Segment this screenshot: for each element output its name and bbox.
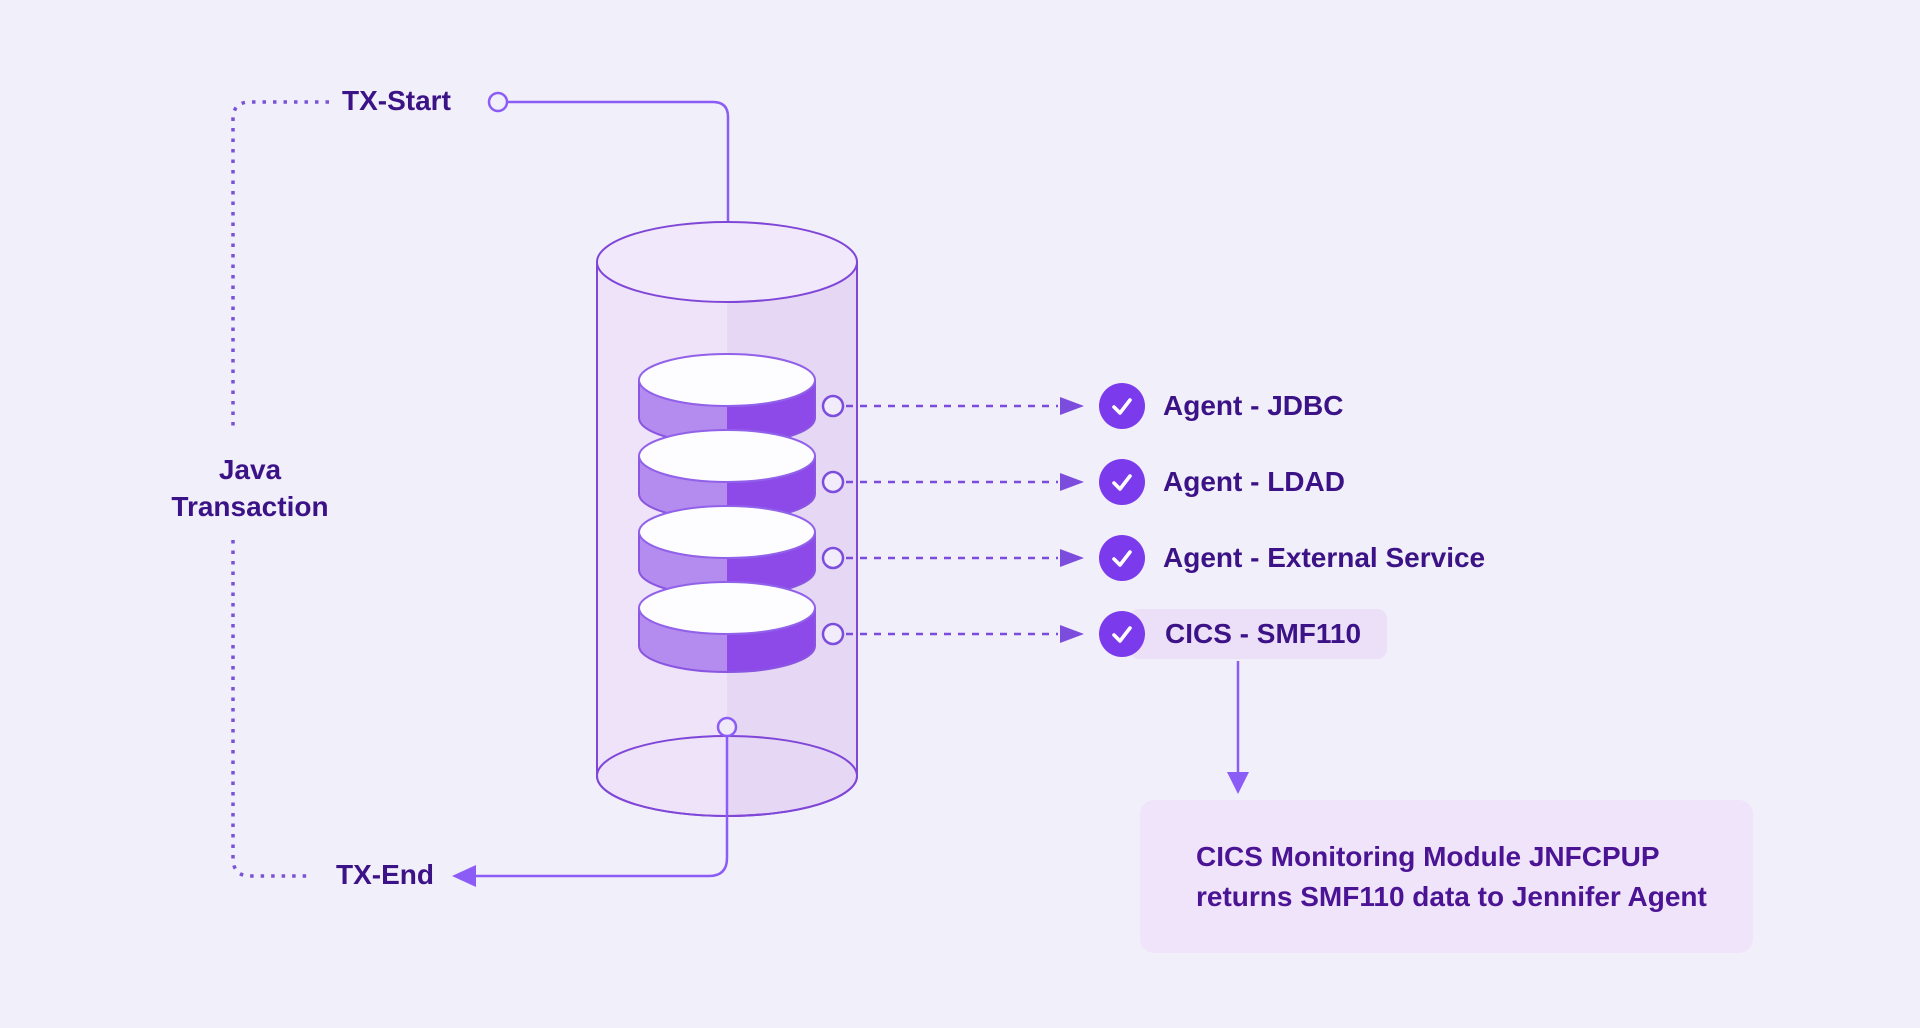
tx-start-line xyxy=(507,100,730,234)
disk-to-agent-arrows xyxy=(821,394,1084,646)
agent-row-ldad: Agent - LDAD xyxy=(1099,459,1345,505)
agent-row-label: Agent - External Service xyxy=(1163,542,1486,573)
arrow-left-icon xyxy=(452,865,476,887)
dashed-arrow-2 xyxy=(821,470,1084,494)
disk-4 xyxy=(638,581,816,673)
bracket-top-segment xyxy=(231,100,329,430)
arrow-right-icon xyxy=(1060,473,1084,491)
disk-1 xyxy=(638,353,816,445)
smf110-to-note-arrow xyxy=(1227,661,1249,794)
java-transaction-label: Java Transaction xyxy=(130,451,370,525)
check-icon xyxy=(1099,611,1145,657)
arrow-right-icon xyxy=(1060,397,1084,415)
dashed-arrow-1 xyxy=(821,394,1084,418)
agent-row-cics-smf110: CICS - SMF110 xyxy=(1099,609,1388,659)
agent-row-jdbc: Agent - JDBC xyxy=(1099,383,1343,429)
cics-monitoring-note: CICS Monitoring Module JNFCPUP returns S… xyxy=(1140,800,1753,953)
tx-start-connector-dot xyxy=(487,91,509,113)
check-icon xyxy=(1099,459,1145,505)
agent-row-label: Agent - JDBC xyxy=(1163,390,1344,421)
tx-end-flow xyxy=(452,716,738,887)
arrow-right-icon xyxy=(1060,625,1084,643)
tx-end-line xyxy=(472,736,729,878)
check-icon xyxy=(1099,383,1145,429)
dashed-arrow-4 xyxy=(821,622,1084,646)
agent-row-label: Agent - LDAD xyxy=(1163,466,1345,497)
data-disks xyxy=(638,353,816,673)
arrow-down-icon xyxy=(1227,772,1249,794)
bracket-bottom-segment xyxy=(231,540,310,878)
agent-row-label-highlighted: CICS - SMF110 xyxy=(1129,609,1388,659)
note-line2: returns SMF110 data to Jennifer Agent xyxy=(1196,880,1707,912)
dashed-arrow-3 xyxy=(821,546,1084,570)
note-line1: CICS Monitoring Module JNFCPUP xyxy=(1196,840,1660,872)
agent-row-external-service: Agent - External Service xyxy=(1099,535,1485,581)
java-transaction-label-line2: Transaction xyxy=(171,491,329,522)
tx-end-connector-dot xyxy=(716,716,738,738)
check-icon xyxy=(1099,535,1145,581)
tx-end-label: TX-End xyxy=(336,859,434,890)
tx-start-label: TX-Start xyxy=(342,85,451,116)
java-transaction-label-line1: Java xyxy=(218,454,282,485)
java-transaction-bracket xyxy=(231,100,329,878)
arrow-right-icon xyxy=(1060,549,1084,567)
cylinder-top-ellipse xyxy=(596,221,858,303)
